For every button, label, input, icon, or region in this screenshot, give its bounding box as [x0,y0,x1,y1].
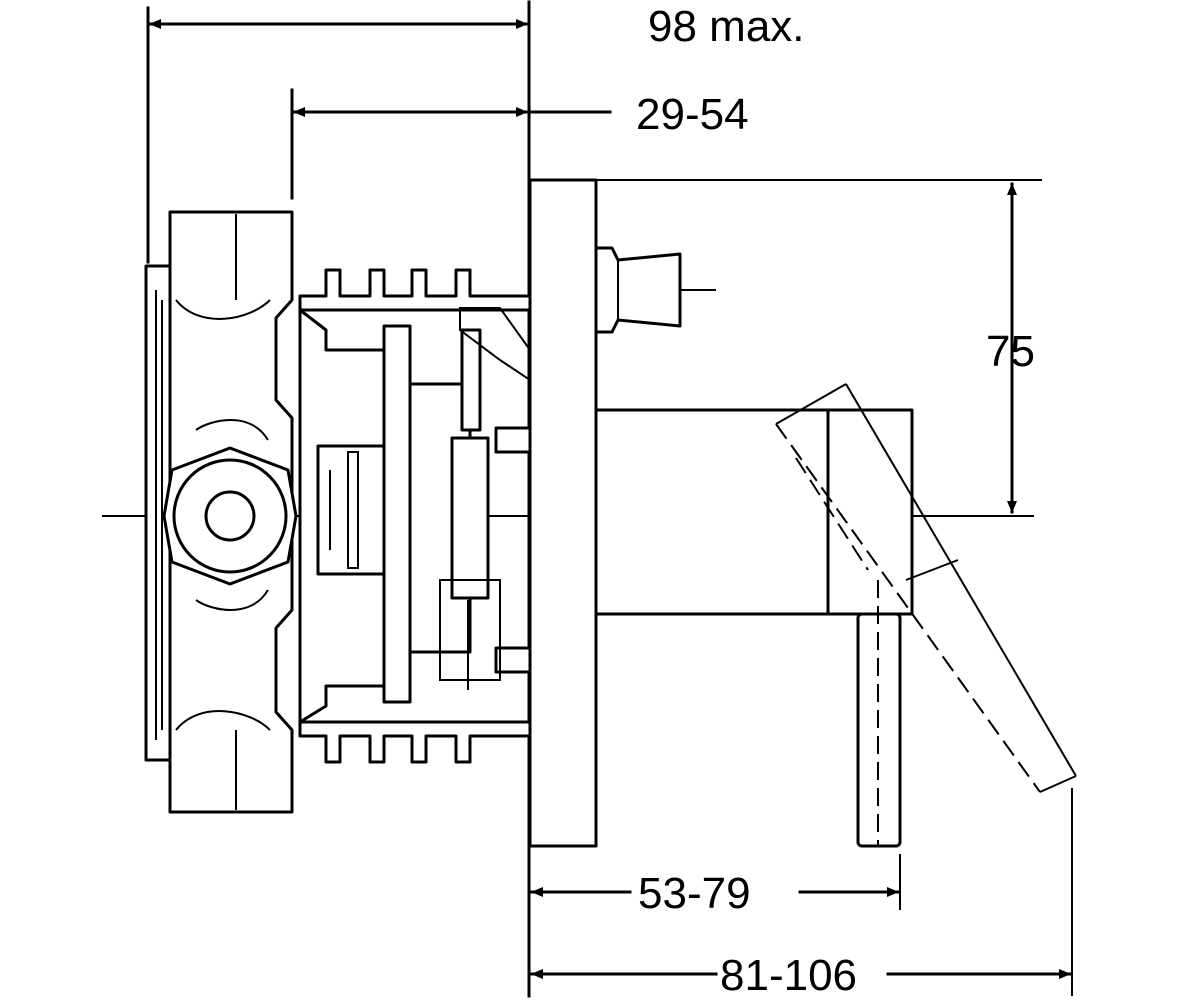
label-height: 75 [986,327,1035,376]
valve-body [144,210,298,814]
dimension-lines [148,19,1072,979]
label-overall-depth: 98 max. [648,2,805,51]
cartridge [298,268,532,764]
label-wall-depth: 29-54 [636,90,749,139]
dimension-labels: 98 max. 29-54 75 53-79 81-106 [636,2,1035,1000]
label-total-projection: 81-106 [720,951,857,1000]
label-lever-projection: 53-79 [638,869,751,918]
escutcheon-plate [528,178,598,848]
diverter-knob [594,246,682,334]
lever-handle [594,383,1077,848]
